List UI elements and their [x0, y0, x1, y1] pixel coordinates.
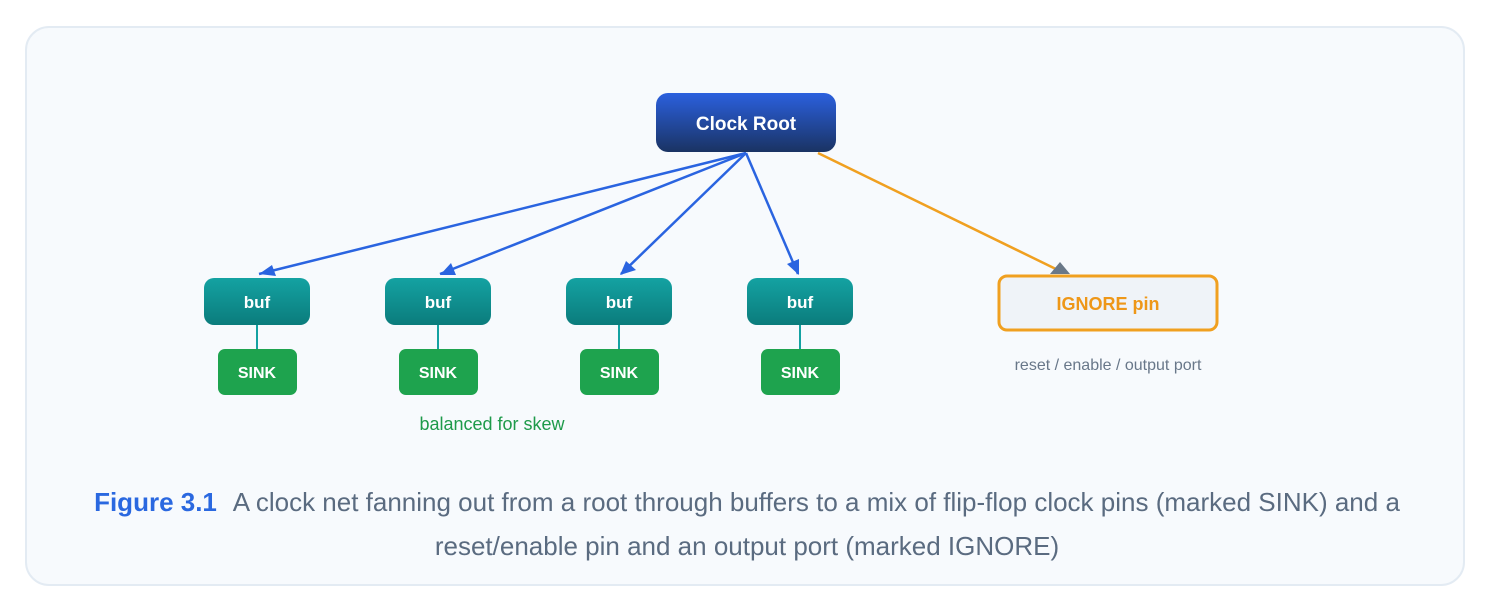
- arrowhead-buf-3: [620, 261, 636, 275]
- sink-label: SINK: [781, 365, 820, 382]
- figure-caption: Figure 3.1 A clock net fanning out from …: [60, 480, 1434, 568]
- arrowhead-buf-4: [787, 259, 799, 275]
- edge-root-buf-4: [744, 152, 800, 275]
- edge-root-buf-2: [439, 151, 747, 276]
- buffer-group-1: buf SINK: [204, 278, 310, 395]
- buffer-node: [747, 278, 853, 325]
- figure-caption-text: A clock net fanning out from a root thro…: [232, 487, 1400, 561]
- ignore-pin-label: IGNORE pin: [1057, 294, 1160, 314]
- ignore-pin-node: IGNORE pin: [997, 274, 1219, 332]
- edge-root-buf-3: [620, 152, 747, 275]
- buffer-node: [204, 278, 310, 325]
- buffer-group-3: buf SINK: [566, 278, 672, 395]
- buffer-node: [385, 278, 491, 325]
- clock-root-node: Clock Root: [656, 93, 836, 152]
- clock-root-label: Clock Root: [696, 114, 797, 135]
- buffer-node: [566, 278, 672, 325]
- figure-label: Figure 3.1: [94, 487, 217, 517]
- ignore-pin-note: reset / enable / output port: [1015, 357, 1202, 374]
- edge-root-ignore: [817, 151, 1063, 274]
- buffer-label: buf: [425, 293, 452, 312]
- sink-node: [218, 349, 297, 395]
- balanced-note: balanced for skew: [419, 414, 565, 434]
- buffer-label: buf: [606, 293, 633, 312]
- buffer-group-4: buf SINK: [747, 278, 853, 395]
- arrowhead-ignore: [1050, 262, 1070, 274]
- arrowhead-buf-1: [259, 265, 276, 276]
- sink-node: [580, 349, 659, 395]
- sink-node: [761, 349, 840, 395]
- arrowhead-buf-2: [440, 263, 456, 275]
- sink-label: SINK: [600, 365, 639, 382]
- sink-label: SINK: [419, 365, 458, 382]
- sink-label: SINK: [238, 365, 277, 382]
- edge-root-buf-1: [258, 151, 747, 276]
- sink-node: [399, 349, 478, 395]
- buffer-label: buf: [787, 293, 814, 312]
- buffer-label: buf: [244, 293, 271, 312]
- buffer-group-2: buf SINK: [385, 278, 491, 395]
